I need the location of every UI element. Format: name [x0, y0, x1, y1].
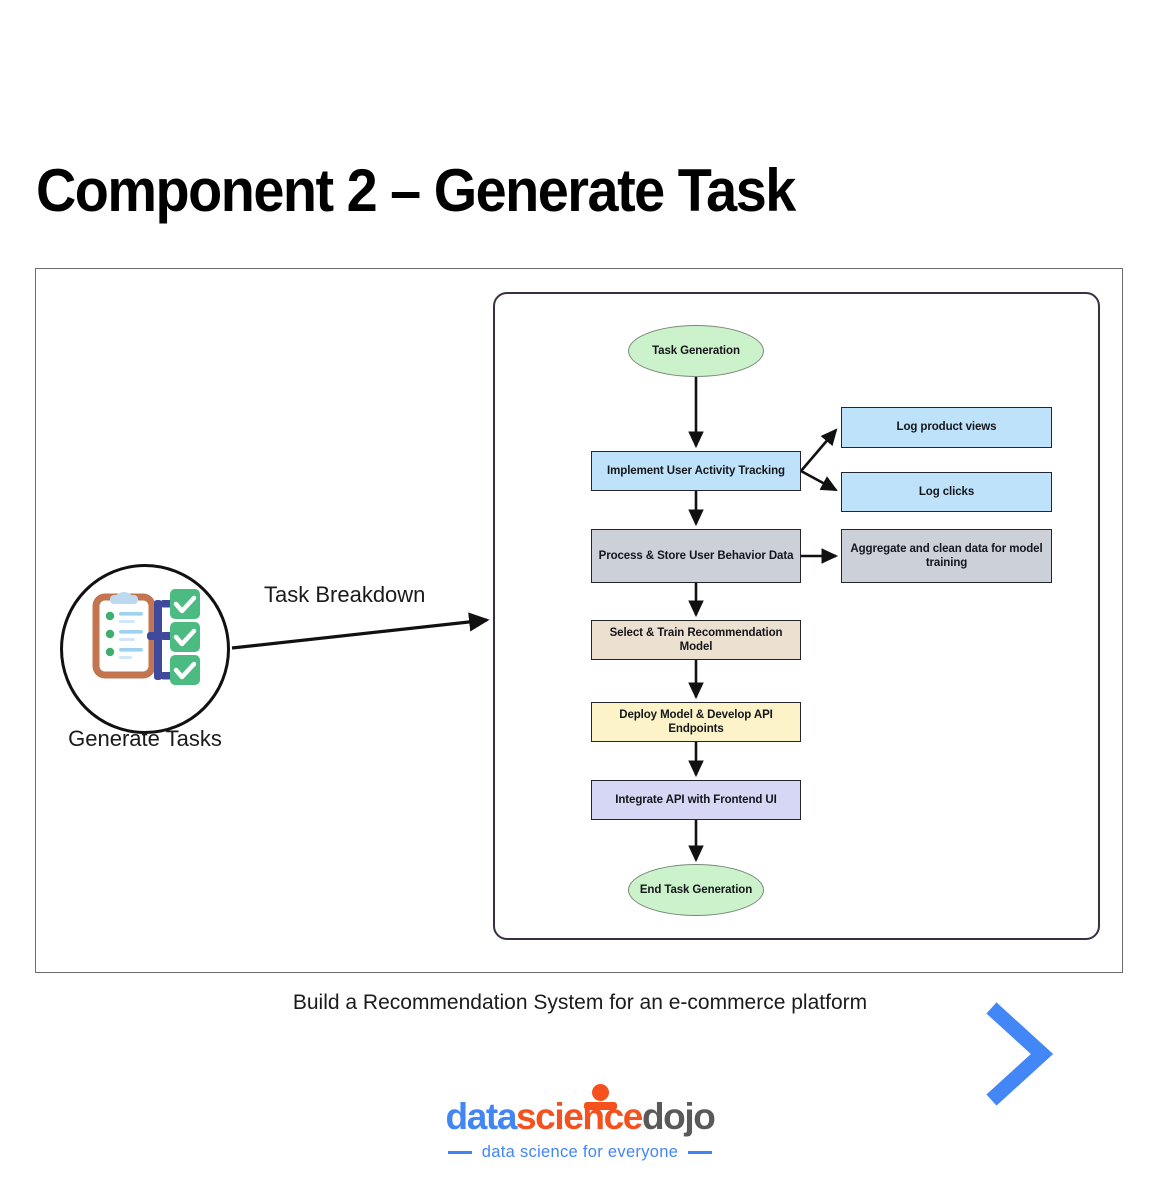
logo-tagline-row: data science for everyone: [0, 1143, 1160, 1162]
flow-node-log-clicks[interactable]: Log clicks: [841, 472, 1052, 512]
task-breakdown-label: Task Breakdown: [264, 582, 426, 607]
logo-tagline-text: data science for everyone: [481, 1143, 679, 1161]
tagline-dash-right-icon: [688, 1151, 713, 1154]
logo-word-data: data: [445, 1096, 518, 1137]
flow-caption: Build a Recommendation System for an e-c…: [292, 991, 868, 1014]
flow-node-label: Implement User Activity Tracking: [607, 464, 785, 477]
page-title: Component 2 – Generate Task: [36, 157, 796, 224]
flow-node-label: Select & Train Recommendation Model: [609, 626, 783, 653]
flow-node-log-views[interactable]: Log product views: [841, 407, 1052, 448]
logo-word-dojo: dojo: [641, 1096, 716, 1137]
flow-node-start[interactable]: Task Generation: [628, 325, 764, 377]
flow-node-label: Deploy Model & Develop API Endpoints: [619, 708, 773, 735]
datasciencedojo-logo: datasciencedojo data science for everyon…: [0, 1084, 1160, 1162]
badge-caption: Generate Tasks: [68, 726, 222, 751]
flow-node-integrate[interactable]: Integrate API with Frontend UI: [591, 780, 801, 820]
flow-node-aggregate[interactable]: Aggregate and clean data for model train…: [841, 529, 1052, 583]
flow-node-label: Process & Store User Behavior Data: [598, 549, 794, 562]
flow-node-label: End Task Generation: [639, 883, 753, 896]
logo-person-body-icon: [583, 1102, 617, 1110]
flowchart-panel: [493, 292, 1100, 940]
logo-person-head-icon: [591, 1084, 609, 1101]
flow-node-label: Integrate API with Frontend UI: [615, 793, 777, 806]
flow-node-process[interactable]: Process & Store User Behavior Data: [591, 529, 801, 583]
flow-node-end[interactable]: End Task Generation: [628, 864, 764, 916]
flow-node-label: Log clicks: [918, 485, 975, 498]
flow-node-label: Log product views: [896, 421, 997, 434]
flow-node-deploy[interactable]: Deploy Model & Develop API Endpoints: [591, 702, 801, 742]
tagline-dash-left-icon: [447, 1151, 472, 1154]
flow-node-tracking[interactable]: Implement User Activity Tracking: [591, 451, 801, 491]
flow-node-train[interactable]: Select & Train Recommendation Model: [591, 620, 801, 660]
flow-node-label: Task Generation: [652, 344, 740, 357]
logo-wordmark: datasciencedojo: [445, 1084, 716, 1137]
flow-node-label: Aggregate and clean data for model train…: [850, 542, 1043, 569]
logo-word-science: science: [516, 1096, 643, 1137]
